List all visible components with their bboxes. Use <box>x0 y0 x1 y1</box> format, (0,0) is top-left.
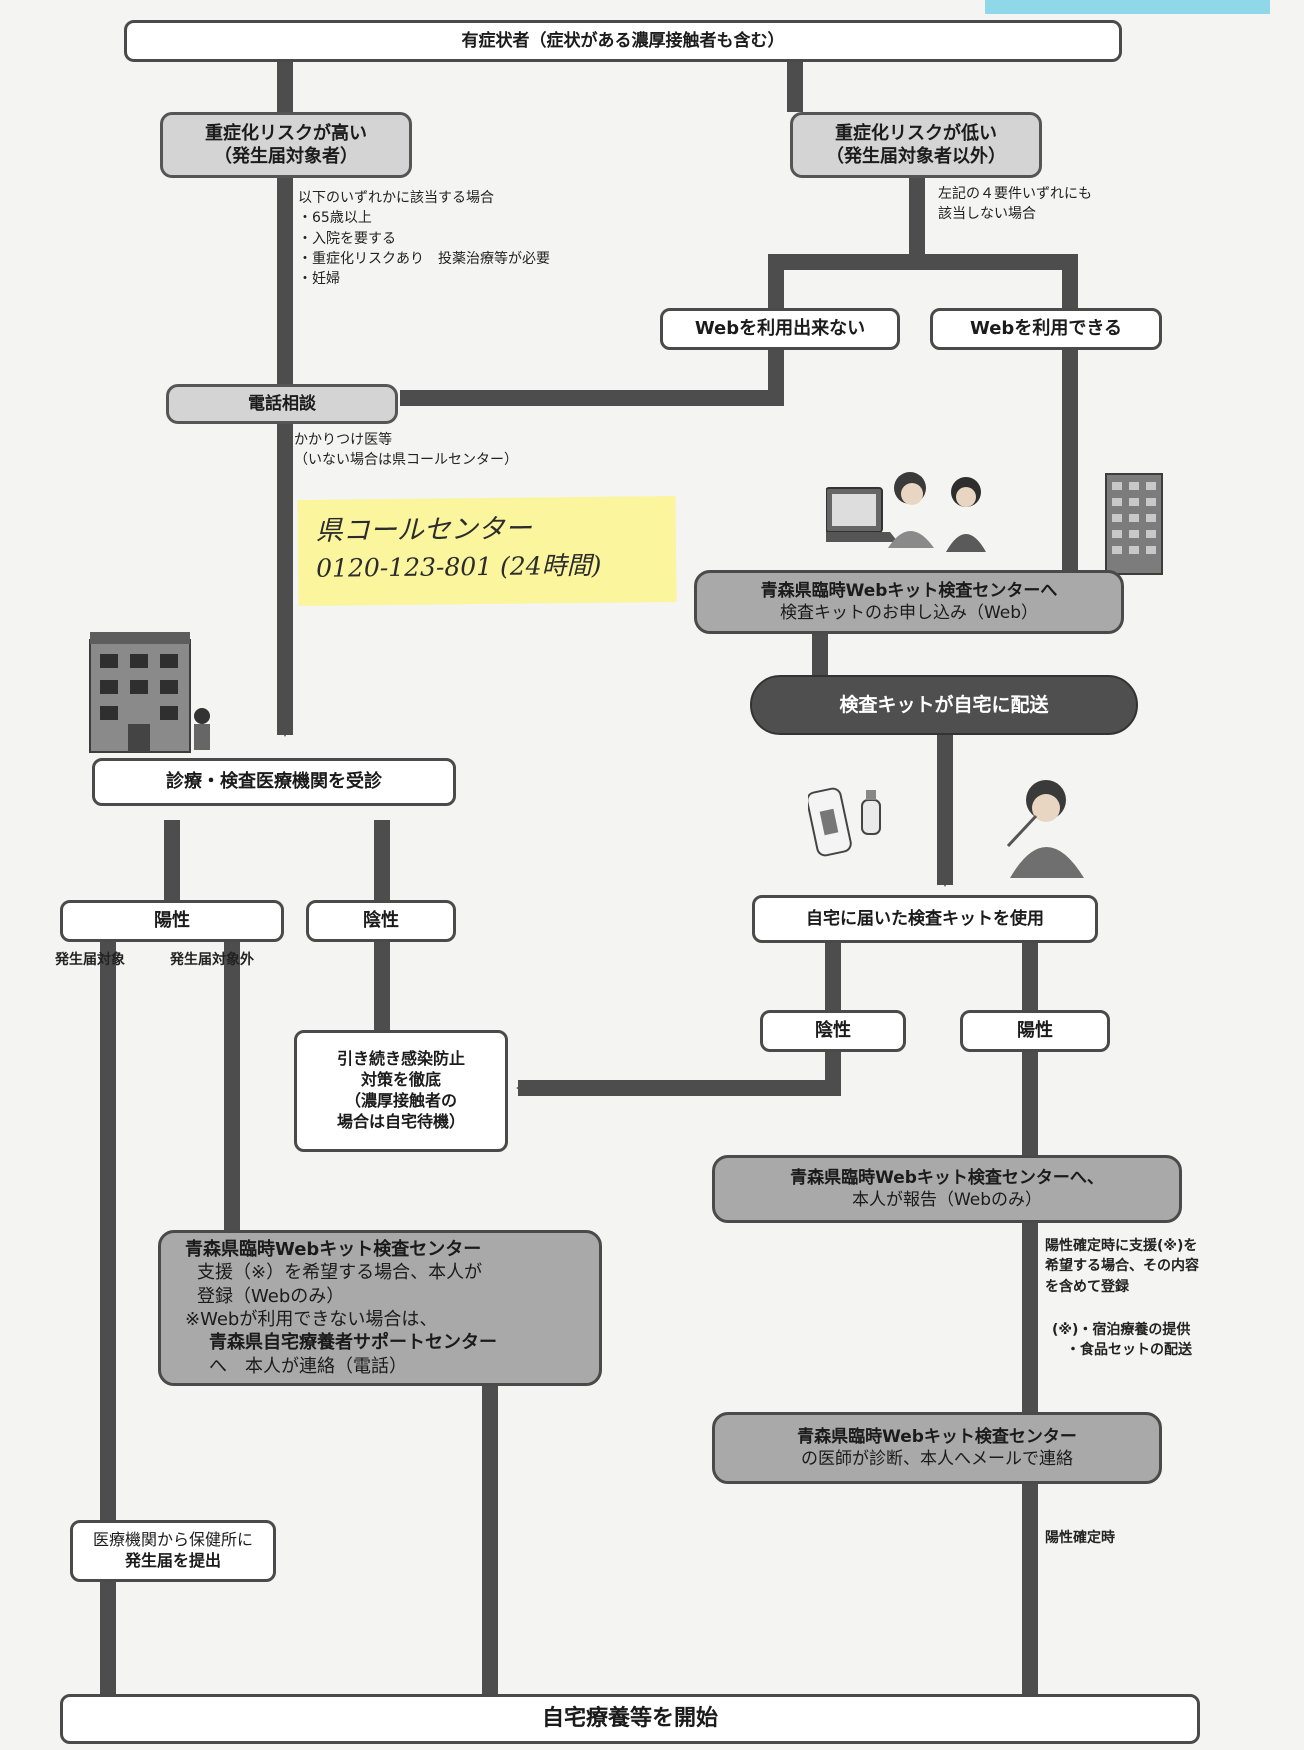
person-swab-illustration <box>1006 780 1084 878</box>
low-risk-criteria: 左記の４要件いずれにも 該当しない場合 <box>938 186 1092 223</box>
sticky-line-1: 県コールセンター <box>315 513 532 547</box>
home-care-node: 自宅療養等を開始 <box>60 1694 1200 1744</box>
person-laptop-illustration <box>826 472 986 552</box>
clinic-positive-node: 陽性 <box>60 900 284 942</box>
low-risk-node: 重症化リスクが低い （発生届対象者以外） <box>790 112 1042 178</box>
web-able-label: Webを利用できる <box>970 318 1122 340</box>
apply-kit-sub: 検査キットのお申し込み（Web） <box>779 603 1039 623</box>
connector <box>400 350 784 406</box>
visit-clinic-node: 診療・検査医療機関を受診 <box>92 758 456 806</box>
high-risk-node: 重症化リスクが高い （発生届対象者） <box>160 112 412 178</box>
sticky-line-2: 0120-123-801 (24時間) <box>316 550 602 583</box>
test-kit-illustration <box>808 787 881 857</box>
kit-delivery-node: 検査キットが自宅に配送 <box>750 675 1138 735</box>
doctor-sub: の医師が診断、本人へメールで連絡 <box>801 1449 1073 1469</box>
report-label: 青森県臨時Webキット検査センターへ、 <box>790 1167 1104 1188</box>
support-label-4: ※Webが利用できない場合は、 <box>185 1309 438 1330</box>
symptomatic-node: 有症状者（症状がある濃厚接触者も含む） <box>124 20 1122 62</box>
low-risk-sub: （発生届対象者以外） <box>826 146 1006 167</box>
high-risk-criteria: 以下のいずれかに該当する場合 ・65歳以上 ・入院を要する ・重症化リスクあり … <box>298 190 550 288</box>
connector <box>516 1052 841 1096</box>
phone-consult-label: 電話相談 <box>248 393 316 414</box>
kit-negative-node: 陰性 <box>760 1010 906 1052</box>
support-label-6: へ 本人が連絡（電話） <box>209 1355 407 1377</box>
doctor-label: 青森県臨時Webキット検査センター <box>797 1426 1077 1447</box>
notify-health-center-node: 医療機関から保健所に 発生届を提出 <box>70 1520 276 1582</box>
office-building-illustration <box>1105 473 1163 575</box>
apply-kit-label: 青森県臨時Webキット検査センターへ <box>760 580 1058 601</box>
connector <box>768 254 1078 308</box>
home-care-label: 自宅療養等を開始 <box>541 1705 718 1731</box>
support-label-2: 支援（※）を希望する場合、本人が <box>197 1262 483 1284</box>
high-risk-label: 重症化リスクが高い <box>205 122 367 144</box>
prevention-node: 引き続き感染防止 対策を徹底 （濃厚接触者の 場合は自宅待機） <box>294 1030 508 1152</box>
clinic-negative-label: 陰性 <box>363 910 399 932</box>
high-risk-sub: （発生届対象者） <box>214 146 358 167</box>
symptomatic-label: 有症状者（症状がある濃厚接触者も含む） <box>461 30 785 51</box>
prevention-label: 引き続き感染防止 対策を徹底 （濃厚接触者の 場合は自宅待機） <box>336 1049 465 1131</box>
apply-kit-node: 青森県臨時Webキット検査センターへ 検査キットのお申し込み（Web） <box>694 570 1124 634</box>
support-label-5: 青森県自宅療養者サポートセンター <box>209 1332 497 1354</box>
confirmed-note: 陽性確定時 <box>1045 1530 1115 1546</box>
phone-target-note: かかりつけ医等 （いない場合は県コールセンター） <box>294 432 518 469</box>
support-register-note: 陽性確定時に支援(※)を 希望する場合、その内容 を含めて登録 <box>1045 1238 1199 1295</box>
kit-delivery-label: 検査キットが自宅に配送 <box>839 693 1049 716</box>
use-kit-label: 自宅に届いた検査キットを使用 <box>806 908 1044 929</box>
kit-positive-label: 陽性 <box>1017 1020 1053 1042</box>
kit-positive-node: 陽性 <box>960 1010 1110 1052</box>
notify-target-note: 発生届対象 <box>55 952 125 968</box>
support-label-3: 登録（Webのみ） <box>197 1285 345 1307</box>
web-unable-label: Webを利用出来ない <box>694 318 866 340</box>
doctor-diagnosis-node: 青森県臨時Webキット検査センター の医師が診断、本人へメールで連絡 <box>712 1412 1162 1484</box>
use-kit-node: 自宅に届いた検査キットを使用 <box>752 895 1098 943</box>
notify-label-2: 発生届を提出 <box>124 1551 221 1570</box>
low-risk-label: 重症化リスクが低い <box>835 122 997 144</box>
support-label-1: 青森県臨時Webキット検査センター <box>185 1238 482 1260</box>
phone-consult-node: 電話相談 <box>166 384 398 424</box>
notify-label-1: 医療機関から保健所に <box>92 1530 253 1550</box>
report-sub: 本人が報告（Webのみ） <box>851 1190 1043 1210</box>
clinic-building-illustration <box>89 632 210 753</box>
visit-clinic-label: 診療・検査医療機関を受診 <box>166 771 382 793</box>
web-unable-node: Webを利用出来ない <box>660 308 900 350</box>
report-node: 青森県臨時Webキット検査センターへ、 本人が報告（Webのみ） <box>712 1155 1182 1223</box>
support-content-note: (※)・宿泊療養の提供 ・食品セットの配送 <box>1052 1322 1192 1359</box>
support-register-node: 青森県臨時Webキット検査センター 支援（※）を希望する場合、本人が 登録（We… <box>158 1230 602 1386</box>
sticky-note: 県コールセンター 0120-123-801 (24時間) <box>297 496 677 606</box>
clinic-positive-label: 陽性 <box>154 910 190 932</box>
highlight-strip <box>985 0 1270 14</box>
kit-negative-label: 陰性 <box>815 1020 851 1042</box>
not-notify-target-note: 発生届対象外 <box>170 952 254 968</box>
web-able-node: Webを利用できる <box>930 308 1162 350</box>
clinic-negative-node: 陰性 <box>306 900 456 942</box>
